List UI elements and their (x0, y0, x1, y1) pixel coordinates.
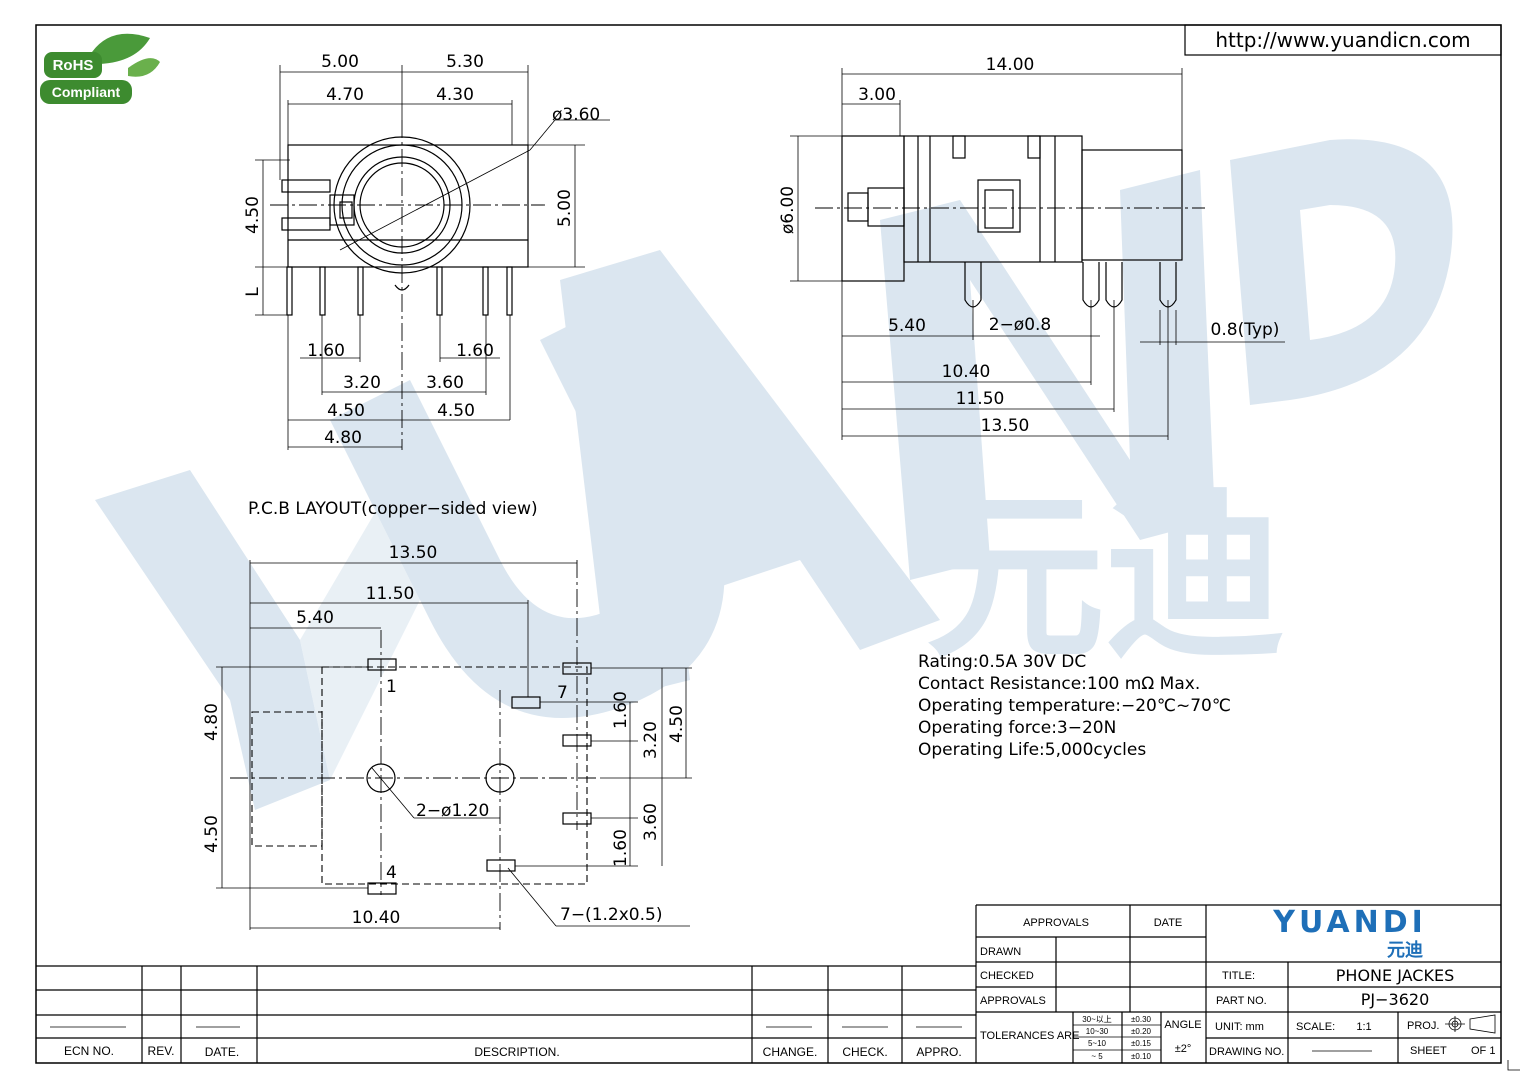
tb-tol-range-1: 30~以上 (1082, 1015, 1112, 1024)
pin-7-label: 7 (557, 683, 568, 703)
dim-pin-1-60-right: 1.60 (456, 341, 494, 361)
dim-pin-4-50-left: 4.50 (327, 401, 365, 421)
front-view: 5.00 5.30 4.70 4.30 ø3.60 4.50 L 5.00 (243, 52, 610, 450)
tb-part-no-label: PART NO. (1216, 995, 1267, 1007)
website-url[interactable]: http://www.yuandicn.com (1215, 28, 1470, 52)
rev-header-ecn-no: ECN NO. (64, 1044, 114, 1058)
dim-5-00: 5.00 (321, 52, 359, 72)
specifications: Rating:0.5A 30V DC Contact Resistance:10… (918, 652, 1231, 760)
pcb-layout-title: P.C.B LAYOUT(copper−sided view) (248, 499, 538, 519)
rev-header-description: DESCRIPTION. (474, 1045, 559, 1059)
dim-L: L (243, 287, 263, 297)
tb-tolerances-label: TOLERANCES ARE (980, 1030, 1079, 1042)
rev-header-appro: APPRO. (916, 1045, 961, 1059)
spec-operating-temperature: Operating temperature:−20℃~70℃ (918, 696, 1231, 716)
tb-approvals-label: APPROVALS (980, 995, 1046, 1007)
dim-pin-1-60-left: 1.60 (307, 341, 345, 361)
watermark-cjk: 元迪 (925, 474, 1285, 683)
dim-dia-3-60: ø3.60 (552, 105, 600, 125)
pcb-layout: P.C.B LAYOUT(copper−sided view) (202, 499, 692, 930)
dim-0-8-typ: 0.8(Typ) (1211, 320, 1280, 340)
tb-date-header: DATE (1154, 917, 1183, 929)
pcb-dim-4-80: 4.80 (202, 703, 222, 741)
tb-scale-label: SCALE: (1296, 1021, 1335, 1033)
rohs-badge: RoHS Compliant (40, 33, 160, 104)
tb-title-value: PHONE JACKES (1336, 966, 1454, 985)
revision-block: ECN NO. REV. DATE. DESCRIPTION. CHANGE. … (36, 905, 977, 1063)
compliant-label: Compliant (52, 84, 121, 100)
dim-pin-3-20: 3.20 (343, 373, 381, 393)
tb-angle-label: ANGLE (1164, 1019, 1201, 1031)
dim-5-30: 5.30 (446, 52, 484, 72)
pcb-dim-1-60-top: 1.60 (611, 691, 631, 729)
pcb-dim-3-60: 3.60 (641, 803, 661, 841)
rohs-label: RoHS (53, 57, 94, 74)
spec-operating-force: Operating force:3−20N (918, 718, 1116, 738)
dim-5-00-right: 5.00 (555, 189, 575, 227)
tb-sheet-of: OF 1 (1471, 1045, 1495, 1057)
dim-13-50: 13.50 (981, 416, 1030, 436)
dim-11-50: 11.50 (956, 389, 1005, 409)
tb-angle-value: ±2° (1175, 1043, 1192, 1055)
tb-tol-range-3: 5~10 (1088, 1039, 1107, 1048)
spec-operating-life: Operating Life:5,000cycles (918, 740, 1146, 760)
dim-10-40: 10.40 (942, 362, 991, 382)
pcb-dim-13-50: 13.50 (389, 543, 438, 563)
tb-tol-value-4: ±0.10 (1131, 1052, 1152, 1061)
url-box (1184, 24, 1502, 56)
spec-rating: Rating:0.5A 30V DC (918, 652, 1086, 672)
dim-4-70: 4.70 (326, 85, 364, 105)
pcb-dim-1-60-bottom: 1.60 (611, 829, 631, 867)
tb-drawing-no-label: DRAWING NO. (1209, 1046, 1284, 1058)
dim-dia-6-00: ø6.00 (778, 186, 798, 234)
yuandi-logo-cjk: 元迪 (1387, 940, 1423, 961)
tb-checked-label: CHECKED (980, 970, 1034, 982)
tb-scale-value: 1:1 (1356, 1021, 1371, 1033)
dim-pin-4-50-right: 4.50 (437, 401, 475, 421)
pin-4-label: 4 (386, 863, 397, 883)
tb-sheet-label: SHEET (1410, 1045, 1447, 1057)
tb-approvals-header: APPROVALS (1023, 917, 1089, 929)
tb-proj-label: PROJ. (1407, 1020, 1439, 1032)
pcb-dim-4-50: 4.50 (202, 815, 222, 853)
title-block: APPROVALS DATE DRAWN CHECKED APPROVALS T… (976, 904, 1501, 1063)
rev-header-date: DATE. (205, 1045, 239, 1059)
pcb-holes-label: 2−ø1.20 (416, 801, 489, 821)
dim-hole-0-8: 2−ø0.8 (989, 315, 1052, 335)
dim-4-30: 4.30 (436, 85, 474, 105)
pcb-pads-label: 7−(1.2x0.5) (560, 905, 662, 925)
dim-pin-3-60: 3.60 (426, 373, 464, 393)
tb-part-no-value: PJ−3620 (1361, 990, 1430, 1009)
spec-contact-resistance: Contact Resistance:100 mΩ Max. (918, 674, 1200, 694)
watermark: 元迪 (95, 139, 1453, 810)
dim-3-00: 3.00 (858, 85, 896, 105)
projection-symbol-icon (1445, 1014, 1496, 1034)
dim-5-40: 5.40 (888, 316, 926, 336)
yuandi-logo: YUANDI (1272, 905, 1427, 940)
tb-drawn-label: DRAWN (980, 946, 1021, 958)
pcb-dim-4-50-right: 4.50 (667, 705, 687, 743)
pcb-dim-3-20: 3.20 (641, 721, 661, 759)
tb-tol-range-2: 10~30 (1086, 1027, 1109, 1036)
outer-frame (35, 24, 1502, 1064)
tb-tol-value-2: ±0.20 (1131, 1027, 1152, 1036)
tb-unit: UNIT: mm (1215, 1021, 1264, 1033)
dim-pin-4-80: 4.80 (324, 428, 362, 448)
tb-title-label: TITLE: (1222, 970, 1255, 982)
pcb-dim-11-50: 11.50 (366, 584, 415, 604)
tb-tol-value-3: ±0.15 (1131, 1039, 1152, 1048)
pin-1-label: 1 (386, 677, 397, 697)
side-view: 14.00 3.00 ø6.00 5.40 2−ø0.8 0.8(Typ) 10… (778, 55, 1285, 440)
tb-tol-range-4: ~ 5 (1091, 1052, 1103, 1061)
dim-14-00: 14.00 (986, 55, 1035, 75)
tb-tol-value-1: ±0.30 (1131, 1015, 1152, 1024)
pcb-dim-10-40: 10.40 (352, 908, 401, 928)
rev-header-rev: REV. (148, 1044, 175, 1058)
pcb-dim-5-40: 5.40 (296, 608, 334, 628)
rev-header-change: CHANGE. (763, 1045, 818, 1059)
rev-header-check: CHECK. (842, 1045, 887, 1059)
dim-4-50-left: 4.50 (243, 196, 263, 234)
